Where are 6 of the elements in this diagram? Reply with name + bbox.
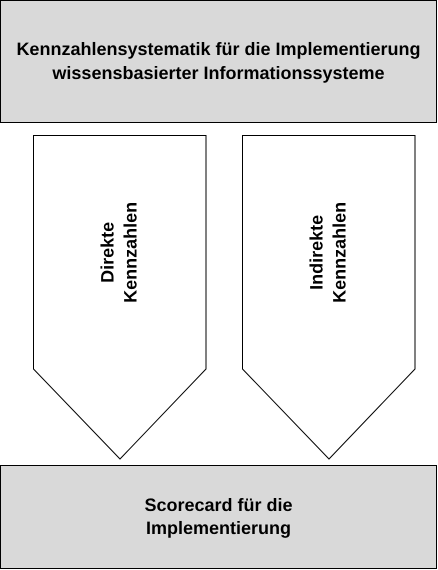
title-box: [0, 465, 437, 569]
title-box: [0, 0, 437, 123]
box-text: Kennzahlensystematik für die Implementierung wissensbasierter Informationssysteme: [15, 38, 422, 85]
vertical-label: Direkte Kennzahlen: [96, 200, 142, 305]
box-text: Scorecard für die Implementierung: [143, 494, 294, 540]
vertical-label: Indirekte Kennzahlen: [306, 200, 351, 305]
